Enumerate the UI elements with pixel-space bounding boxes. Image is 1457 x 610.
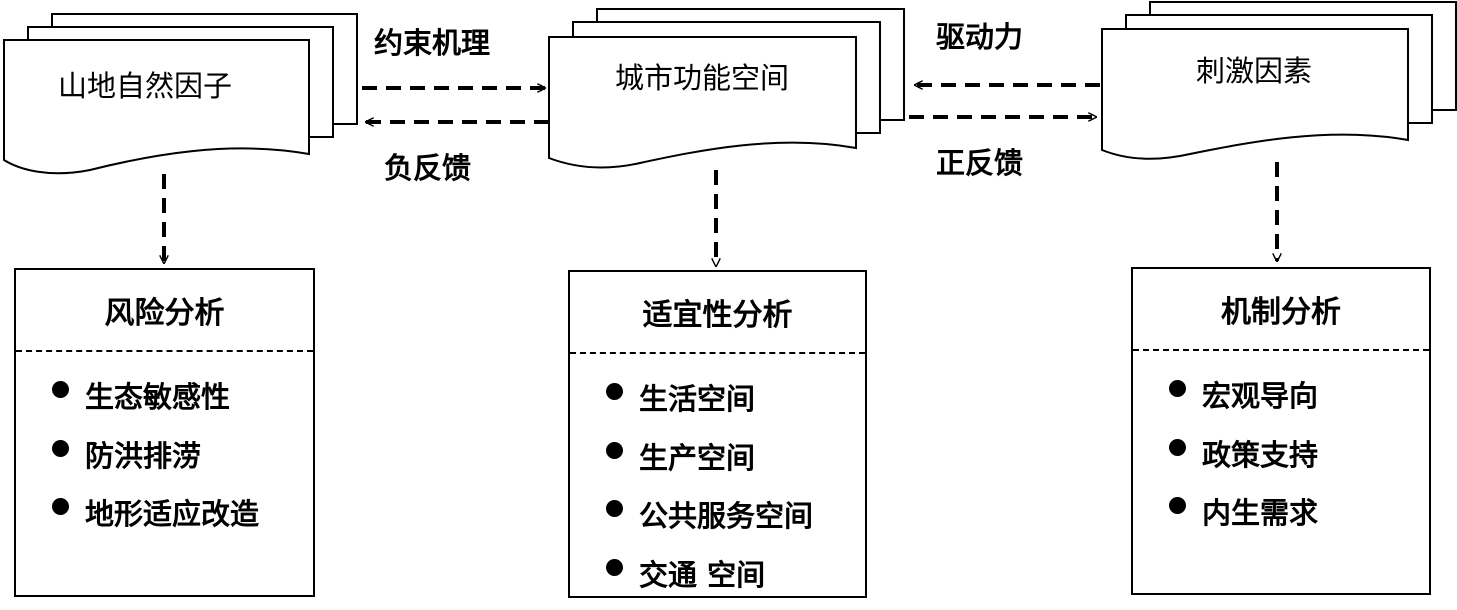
list-item: 交通 空间 [600, 552, 813, 610]
bullet-icon [606, 559, 623, 576]
bullet-icon [1169, 497, 1186, 514]
bullet-icon [606, 442, 623, 459]
list-item: 生活空间 [600, 376, 813, 435]
risk-analysis-divider [16, 350, 313, 352]
edge-driving-force-label: 驱动力 [936, 23, 1023, 52]
list-item-text: 生态敏感性 [85, 374, 230, 416]
mechanism-analysis-box: 机制分析 宏观导向 政策支持 内生需求 [1131, 267, 1431, 595]
mechanism-analysis-title: 机制分析 [1133, 269, 1429, 349]
list-item: 防洪排涝 [46, 433, 259, 492]
list-item-text: 生活空间 [639, 376, 755, 418]
edge-negative-feedback-label: 负反馈 [384, 154, 471, 183]
bullet-icon [606, 500, 623, 517]
list-item-text: 生产空间 [639, 435, 755, 477]
list-item: 公共服务空间 [600, 493, 813, 552]
node-mountain-label: 山地自然因子 [58, 72, 232, 101]
suitability-analysis-title: 适宜性分析 [570, 272, 865, 352]
list-item: 宏观导向 [1163, 373, 1318, 432]
node-stimulus-label: 刺激因素 [1196, 57, 1312, 86]
bullet-icon [52, 498, 69, 515]
bullet-icon [1169, 439, 1186, 456]
list-item: 内生需求 [1163, 490, 1318, 549]
mechanism-analysis-divider [1133, 349, 1429, 351]
bullet-icon [1169, 380, 1186, 397]
risk-analysis-box: 风险分析 生态敏感性 防洪排涝 地形适应改造 [14, 268, 315, 597]
suitability-analysis-divider [570, 352, 865, 354]
list-item: 政策支持 [1163, 432, 1318, 491]
bullet-icon [52, 440, 69, 457]
list-item-text: 公共服务空间 [639, 493, 813, 535]
list-item-text: 政策支持 [1202, 432, 1318, 474]
edge-constraint-label: 约束机理 [374, 29, 490, 58]
list-item-text: 内生需求 [1202, 490, 1318, 532]
list-item-text: 宏观导向 [1202, 373, 1318, 415]
suitability-analysis-box: 适宜性分析 生活空间 生产空间 公共服务空间 交通 空间 [568, 270, 867, 598]
bullet-icon [52, 381, 69, 398]
list-item: 生产空间 [600, 435, 813, 494]
bullet-icon [606, 383, 623, 400]
node-urban-label: 城市功能空间 [615, 64, 789, 93]
list-item-text: 地形适应改造 [85, 491, 259, 533]
list-item: 地形适应改造 [46, 491, 259, 550]
list-item-text: 交通 空间 [639, 552, 765, 594]
list-item-text: 防洪排涝 [85, 433, 201, 475]
risk-analysis-title: 风险分析 [16, 270, 313, 350]
list-item: 生态敏感性 [46, 374, 259, 433]
mechanism-analysis-list: 宏观导向 政策支持 内生需求 [1163, 373, 1318, 549]
risk-analysis-list: 生态敏感性 防洪排涝 地形适应改造 [46, 374, 259, 550]
suitability-analysis-list: 生活空间 生产空间 公共服务空间 交通 空间 [600, 376, 813, 610]
edge-positive-feedback-label: 正反馈 [936, 149, 1023, 178]
